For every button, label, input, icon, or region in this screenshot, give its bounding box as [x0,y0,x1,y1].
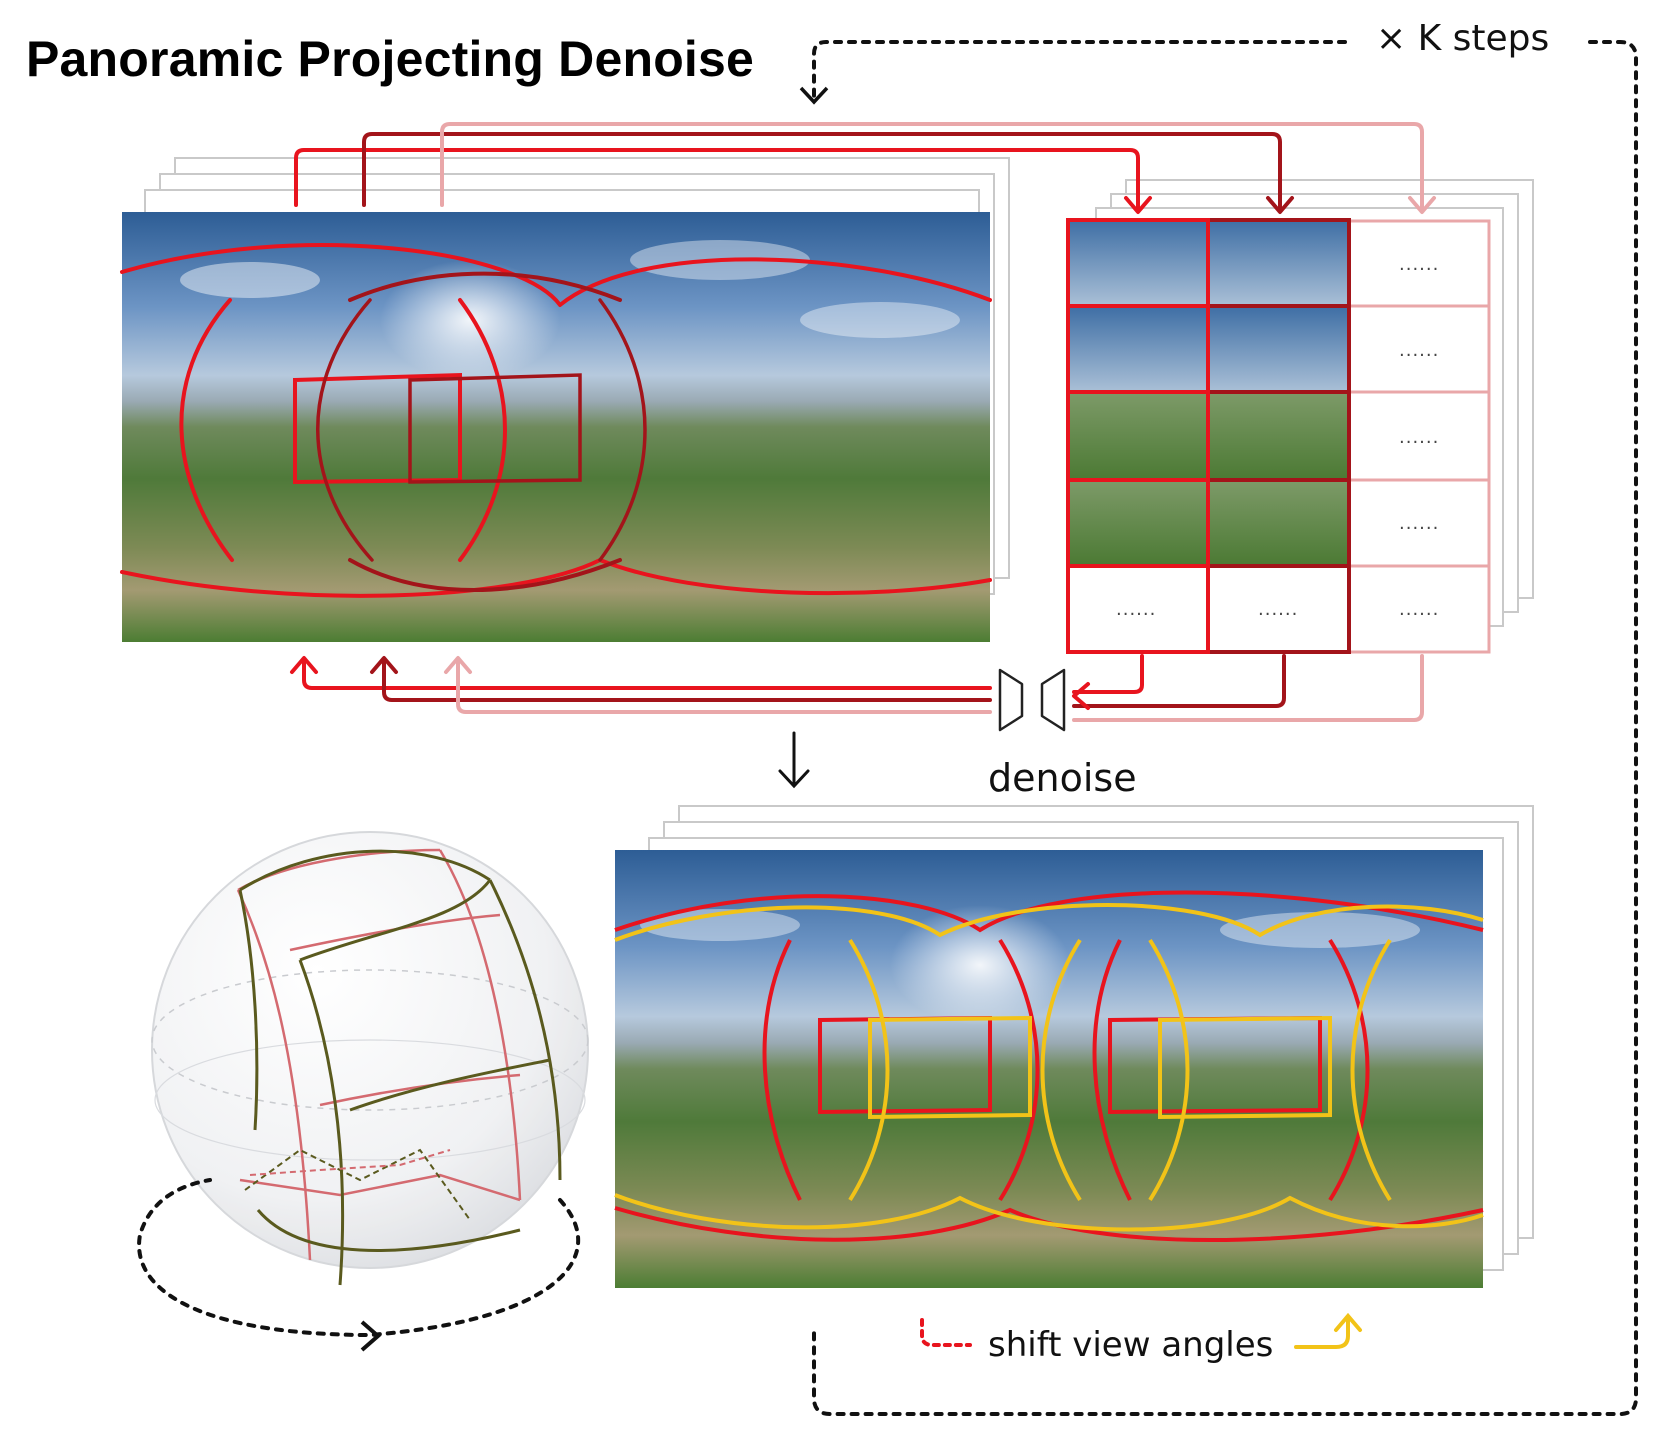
projection-grid [120,243,992,598]
tile-ellipsis: ...... [1116,599,1157,620]
panorama-image [122,212,990,642]
top-panorama [120,212,992,642]
k-steps-loop [812,40,1638,1416]
tile [1069,221,1207,305]
shift-legend-red-icon [920,1318,972,1347]
tile [1209,221,1348,305]
rotation-arrow-head [360,1320,382,1352]
denoise-label: denoise [988,756,1137,800]
shift-view-label: shift view angles [988,1325,1274,1365]
rotation-arrow [137,1178,580,1338]
tile-ellipsis: ...... [1399,513,1440,534]
down-arrow-icon [778,731,810,789]
tile-ellipsis: ...... [1399,340,1440,361]
projection-sphere [151,831,589,1286]
panorama-image [615,850,1483,1288]
loop-arrow-head [799,86,829,105]
denoise-arrows [290,654,1424,722]
tile [1209,393,1348,479]
bottom-panorama [614,850,1484,1288]
tile [1069,393,1207,479]
k-steps-label: × K steps [1376,18,1550,59]
tile-ellipsis: ...... [1399,427,1440,448]
tile [1209,481,1348,565]
tile-ellipsis: ...... [1399,599,1440,620]
page-title: Panoramic Projecting Denoise [26,31,755,87]
yellow-projection-grid [614,903,1484,1232]
tile [1209,307,1348,391]
projection-arrows [294,122,1436,214]
tile [1069,307,1207,391]
shift-legend-yellow-icon [1294,1312,1362,1349]
tile-ellipsis: ...... [1258,599,1299,620]
tile [1069,481,1207,565]
tile-ellipsis: ...... [1399,254,1440,275]
tile-grid [1066,218,1491,654]
denoise-network-icon [998,668,1066,732]
